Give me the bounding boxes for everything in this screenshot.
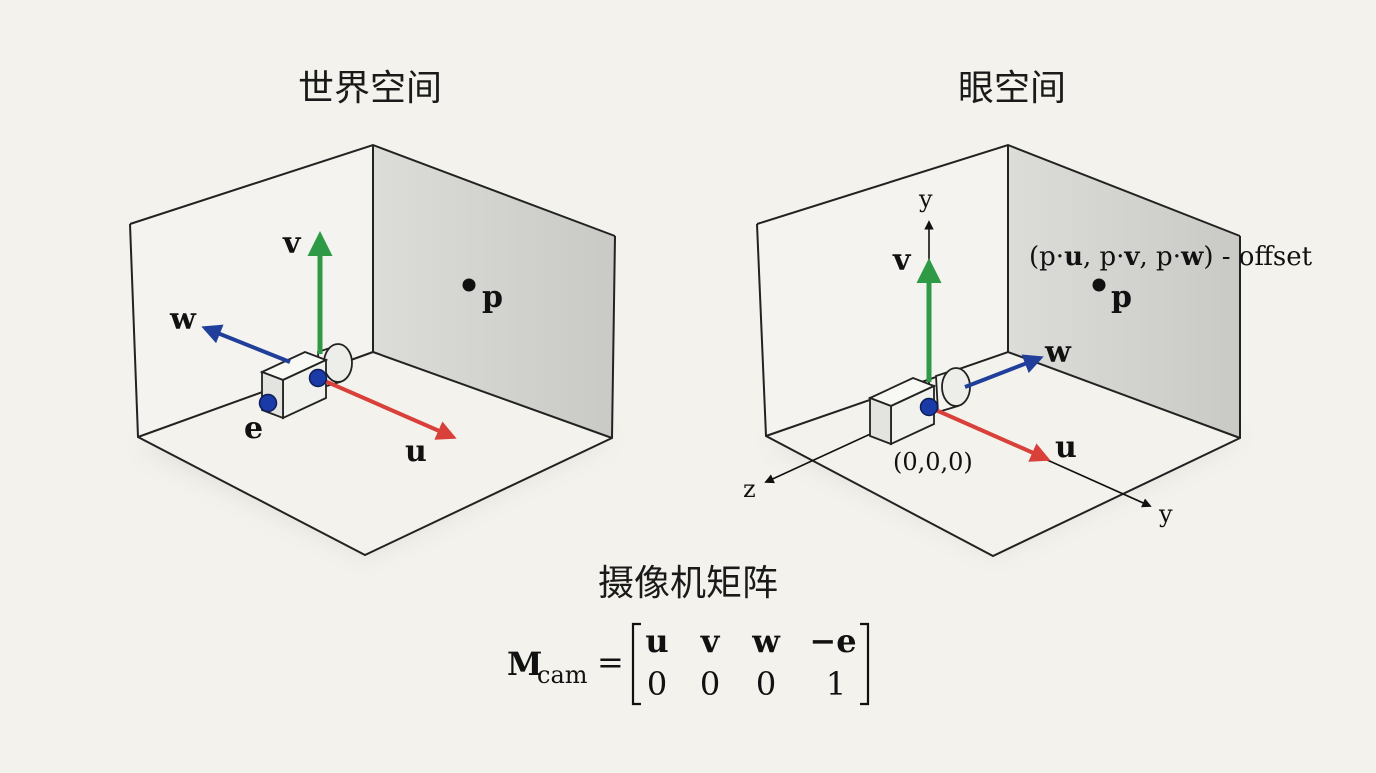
matrix-cell-r1c4: −e: [809, 622, 856, 660]
matrix-cell-r2c1: 0: [647, 665, 667, 703]
world-camera-origin-dot: [308, 368, 328, 388]
world-w-label: w: [169, 302, 197, 337]
eye-origin-dot: [919, 397, 939, 417]
eye-point-annotation: (p·u, p·v, p·w) - offset: [1029, 242, 1313, 272]
eye-y-axis-label-right: y: [1158, 500, 1173, 528]
world-space-title: 世界空间: [298, 68, 442, 109]
matrix-cell-r2c4: 1: [826, 665, 846, 703]
matrix-right-bracket: [860, 622, 870, 706]
world-right-wall: [373, 145, 615, 438]
eye-v-label: v: [892, 243, 912, 278]
eye-left-wall: [757, 145, 1008, 436]
eye-u-arrow: [928, 405, 1051, 462]
matrix-cell-r2c2: 0: [700, 665, 720, 703]
matrix-cell-r1c1: u: [645, 622, 668, 660]
matrix-equals: =: [597, 643, 624, 681]
eye-point-dot: [1092, 278, 1106, 292]
matrix-subscript: cam: [537, 661, 588, 689]
camera-matrix-title: 摄像机矩阵: [598, 563, 778, 604]
eye-right-wall: [1008, 145, 1240, 438]
eye-y-axis-label-top: y: [918, 185, 933, 213]
matrix-cell-r1c3: w: [751, 622, 781, 660]
world-outer-edge: [129, 223, 616, 557]
eye-w-label: w: [1044, 335, 1072, 370]
eye-outer-edge: [756, 223, 1241, 558]
eye-w-arrow: [964, 354, 1044, 389]
eye-space-title: 眼空间: [958, 68, 1066, 109]
eye-u-label: u: [1055, 430, 1077, 465]
matrix-cell-r1c2: v: [700, 622, 721, 660]
matrix-left-bracket: [631, 622, 641, 706]
eye-floor-edge: [765, 350, 1241, 439]
matrix-cell-r2c3: 0: [756, 665, 776, 703]
world-u-arrow: [317, 376, 457, 440]
world-p-label: p: [482, 280, 503, 315]
world-w-arrow: [201, 324, 291, 364]
camera-matrix-equation: M cam = u v w −e 0 0 0 1: [507, 622, 870, 706]
world-v-label: v: [282, 226, 302, 261]
world-e-label: e: [244, 411, 263, 446]
matrix-symbol: M: [507, 645, 542, 683]
eye-z-axis-label: z: [743, 475, 756, 503]
eye-origin-label: (0,0,0): [893, 448, 973, 476]
world-floor: [138, 352, 612, 555]
world-u-label: u: [405, 434, 427, 469]
world-eye-dot: [258, 393, 278, 413]
world-point-dot: [462, 278, 476, 292]
eye-space-room: v w u p y y z (0,0,0) (p·u, p·v, p·w) - …: [743, 143, 1313, 558]
world-space-room: v w u e p: [129, 143, 616, 557]
world-floor-edge: [137, 350, 613, 439]
eye-p-label: p: [1111, 280, 1132, 315]
